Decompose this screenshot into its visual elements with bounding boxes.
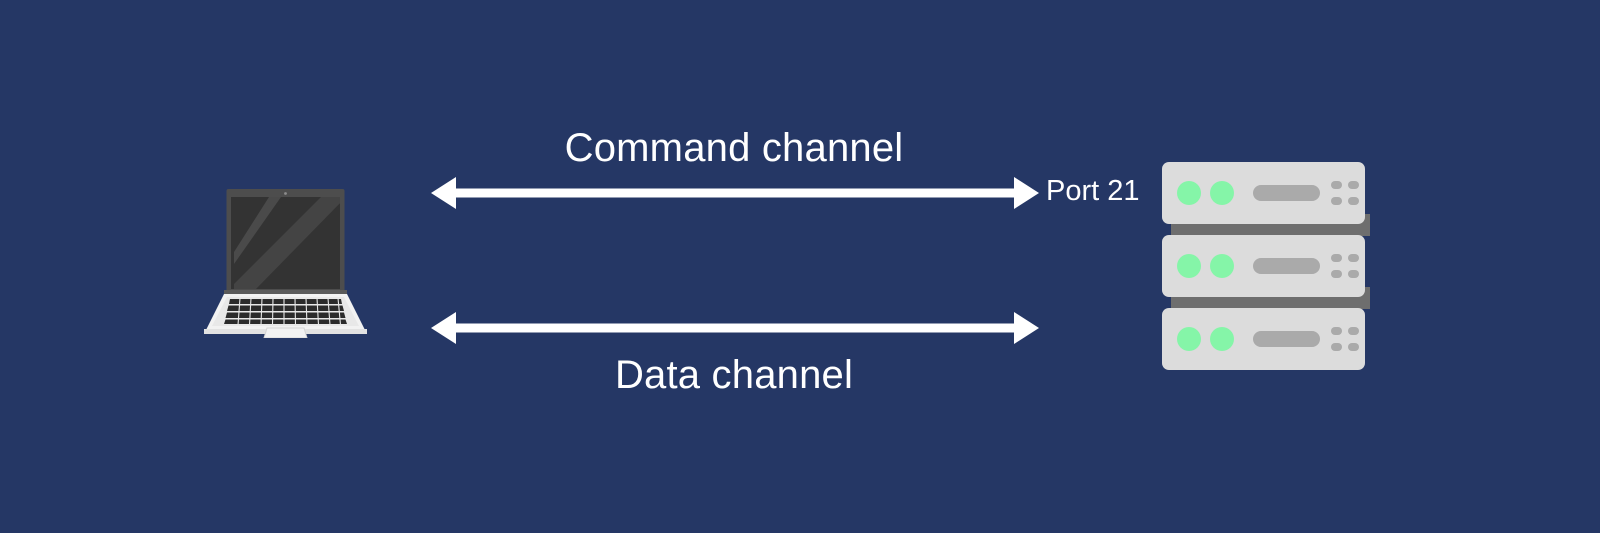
server-rack-icon bbox=[1162, 162, 1370, 370]
vent-dot-grid bbox=[1331, 181, 1359, 205]
command-channel-arrow bbox=[431, 177, 1039, 209]
status-led bbox=[1210, 181, 1234, 205]
laptop-illustration bbox=[196, 186, 406, 339]
drive-slot bbox=[1253, 185, 1320, 201]
server-unit bbox=[1162, 308, 1365, 370]
server-unit bbox=[1162, 162, 1365, 224]
drive-slot bbox=[1253, 331, 1320, 347]
status-led bbox=[1210, 327, 1234, 351]
port-label: Port 21 bbox=[1046, 175, 1140, 207]
vent-dot-grid bbox=[1331, 254, 1359, 278]
status-led bbox=[1177, 254, 1201, 278]
keyboard-keys bbox=[224, 299, 347, 324]
server-rack-illustration bbox=[1158, 156, 1370, 370]
screen-glare bbox=[234, 197, 340, 289]
command-channel-label: Command channel bbox=[564, 126, 904, 170]
laptop-icon bbox=[204, 189, 367, 339]
key-separators bbox=[237, 297, 342, 326]
drive-slot bbox=[1253, 258, 1320, 274]
status-led bbox=[1210, 254, 1234, 278]
status-led bbox=[1177, 181, 1201, 205]
server-unit bbox=[1162, 235, 1365, 297]
data-channel-arrow bbox=[431, 312, 1039, 344]
vent-dot-grid bbox=[1331, 327, 1359, 351]
status-led bbox=[1177, 327, 1201, 351]
data-channel-label: Data channel bbox=[614, 353, 854, 397]
